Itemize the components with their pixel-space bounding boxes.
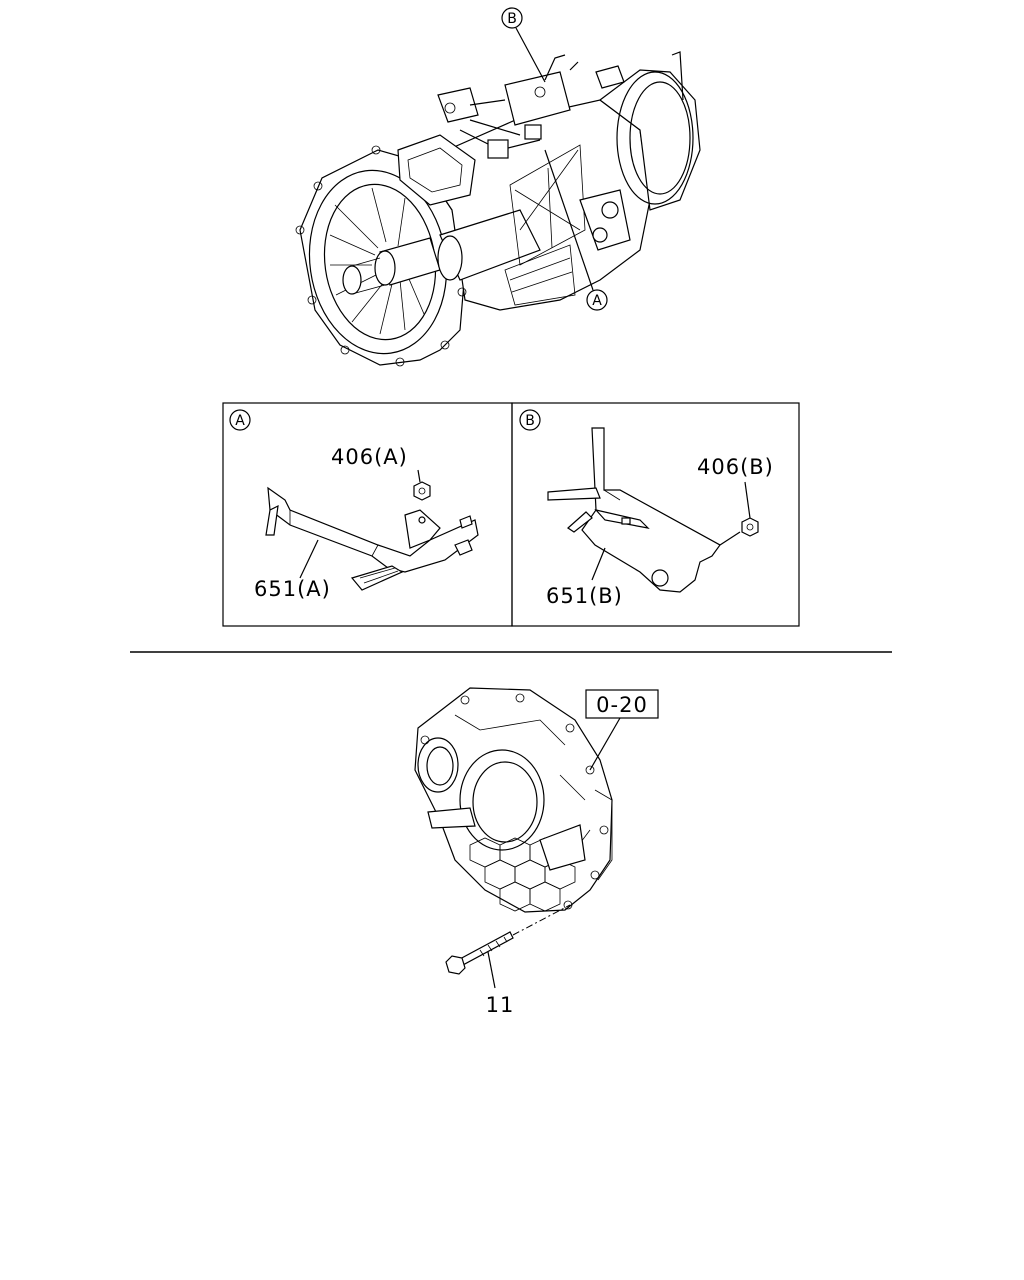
part-label-406b: 406(B) (697, 455, 774, 479)
panel-b-label: B (525, 413, 535, 429)
clutch-housing-illustration (414, 687, 613, 913)
callout-a-top-label: A (592, 293, 602, 309)
part-label-651a: 651(A) (254, 577, 331, 601)
callout-b-top-label: B (507, 11, 517, 27)
reference-box-label: 0-20 (596, 693, 648, 717)
part-label-11: 11 (486, 993, 515, 1017)
detail-panel-b: B 406(B) 651(B) (511, 402, 800, 627)
callout-a-top: A (544, 149, 608, 311)
part-label-651b: 651(B) (546, 584, 623, 608)
transmission-illustration (295, 51, 701, 367)
reference-box-0-20: 0-20 (585, 689, 659, 771)
callout-b-top: B (501, 7, 546, 83)
bolt-11: 11 (445, 904, 571, 1017)
part-label-406a: 406(A) (331, 445, 408, 469)
panel-a-label: A (235, 413, 245, 429)
detail-panel-a: A 406(A) 651(A) (222, 402, 513, 627)
